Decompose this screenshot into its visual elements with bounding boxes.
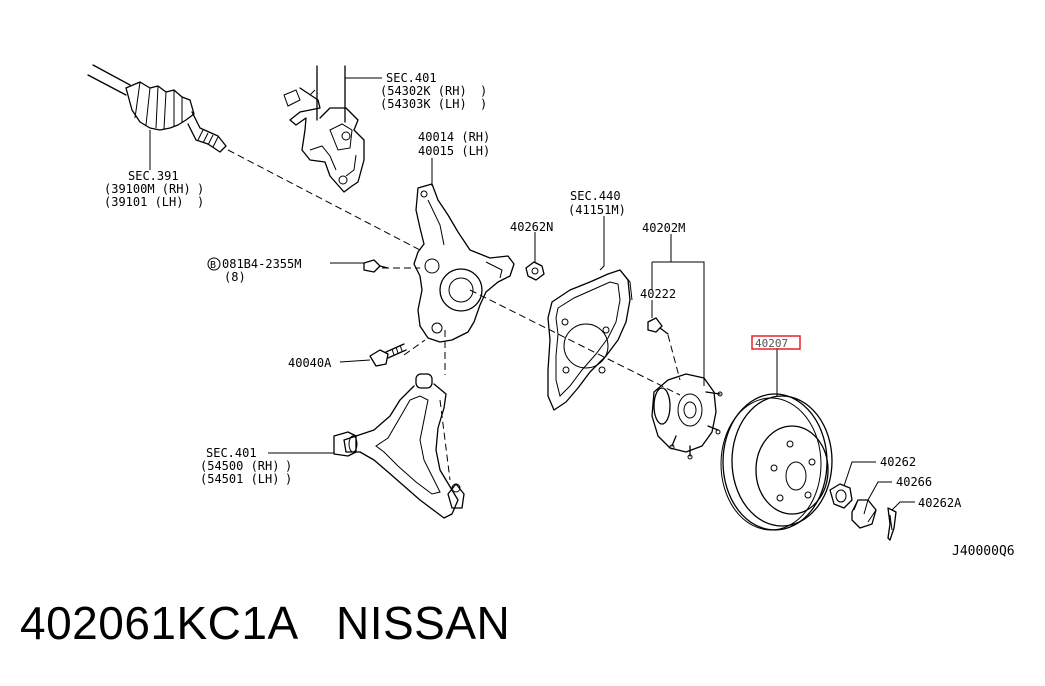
label-bolt-qty: (8)	[224, 270, 246, 284]
label-lower-arm-lh: (54501 (LH)	[200, 472, 279, 486]
label-bolt-part: 081B4-2355M	[222, 257, 301, 271]
bolt-marker-circle-icon	[207, 257, 221, 271]
part-caption: 402061KC1A NISSAN	[20, 596, 510, 650]
label-nut-cap: 40266	[896, 475, 932, 489]
callout-rotor-highlighted: 40207	[751, 335, 801, 350]
steering-knuckle-drawing	[413, 183, 515, 343]
label-drive-shaft-lh: (39101 (LH)	[104, 195, 183, 209]
diagram-code: J40000Q6	[952, 544, 1015, 559]
caption-part-number: 402061KC1A	[20, 597, 297, 649]
label-knuckle-rh: 40014 (RH)	[418, 130, 490, 144]
label-lower-arm-sec: SEC.401	[206, 446, 257, 460]
brake-rotor-drawing	[720, 393, 833, 531]
strut-drawing	[283, 65, 365, 193]
callout-backing-plate: SEC.440 (41151M)	[568, 189, 626, 217]
label-cotter-pin: 40262A	[918, 496, 962, 510]
label-lower-arm-lh-close: )	[285, 472, 292, 486]
label-backing-plate-sec: SEC.440	[570, 189, 621, 203]
label-rotor: 40207	[755, 337, 788, 350]
caption-brand: NISSAN	[335, 597, 511, 649]
label-strut-sec: SEC.401	[386, 71, 437, 85]
lower-control-arm-drawing	[333, 373, 465, 519]
bolt-40040A-drawing	[369, 343, 407, 367]
label-drive-shaft-rh: (39100M (RH)	[104, 182, 191, 196]
label-nut-40262N: 40262N	[510, 220, 553, 234]
label-lower-arm-rh-close: )	[285, 459, 292, 473]
backing-plate-drawing	[547, 269, 633, 411]
label-drive-shaft-sec: SEC.391	[128, 169, 179, 183]
drive-shaft-drawing	[87, 64, 227, 153]
callout-knuckle: 40014 (RH) 40015 (LH)	[418, 130, 490, 158]
knuckle-bolt-drawing	[363, 259, 389, 273]
label-strut-lh: (54303K (LH)	[380, 97, 467, 111]
label-hub-bolt: 40222	[640, 287, 676, 301]
label-drive-shaft-rh-close: )	[197, 182, 204, 196]
label-lower-arm-rh: (54500 (RH)	[200, 459, 279, 473]
label-knuckle-lh: 40015 (LH)	[418, 144, 490, 158]
label-knuckle-bolt: 40040A	[288, 356, 332, 370]
callout-lower-arm: SEC.401 (54500 (RH) (54501 (LH) ) )	[200, 446, 292, 486]
label-backing-plate-part: (41151M)	[568, 203, 626, 217]
nut-cap-drawing	[851, 499, 877, 529]
leader-lines	[149, 77, 915, 511]
label-strut-rh-close: )	[480, 84, 487, 98]
hub-nut-drawing	[829, 483, 853, 509]
label-hub-nut: 40262	[880, 455, 916, 469]
label-hub-assembly: 40202M	[642, 221, 685, 235]
callout-strut: SEC.401 (54302K (RH) (54303K (LH) ) )	[380, 71, 487, 111]
bolt-marker-letter: B	[210, 260, 216, 271]
highlight-box	[751, 335, 801, 350]
label-drive-shaft-lh-close: )	[197, 195, 204, 209]
label-strut-rh: (54302K (RH)	[380, 84, 467, 98]
nut-40262N-drawing	[525, 261, 545, 281]
cotter-pin-drawing	[887, 507, 897, 541]
hub-assembly-drawing	[651, 373, 723, 460]
hub-bolt-40222-drawing	[647, 317, 669, 335]
callout-drive-shaft: SEC.391 (39100M (RH) (39101 (LH) ) )	[104, 169, 204, 209]
label-strut-lh-close: )	[480, 97, 487, 111]
callout-bolt: B 081B4-2355M (8)	[207, 257, 301, 284]
